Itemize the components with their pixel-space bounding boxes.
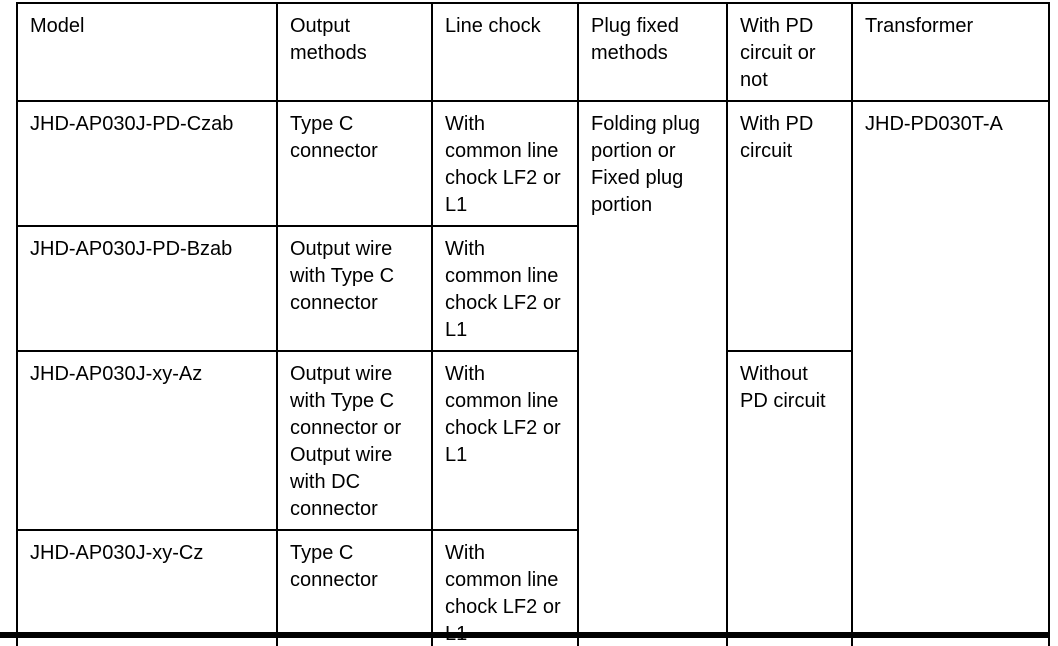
- table-row: JHD-AP030J-PD-Bzab Output wire with Type…: [16, 225, 1049, 352]
- table-row: JHD-AP030J-xy-Az Output wire with Type C…: [16, 350, 1049, 646]
- cell-model-4: JHD-AP030J-xy-Cz: [16, 529, 278, 646]
- header-row: Model Output methods Line chock Plug fix…: [16, 2, 1050, 102]
- cell-model-3: JHD-AP030J-xy-Az: [16, 350, 278, 531]
- bottom-rule: [0, 632, 1048, 638]
- cell-output-4: Type C connector: [276, 529, 433, 646]
- cell-pd-with: With PD circuit: [726, 100, 853, 352]
- cell-chock-4: With common line chock LF2 or L1: [431, 529, 579, 646]
- cell-chock-3: With common line chock LF2 or L1: [431, 350, 579, 531]
- cell-model-2: JHD-AP030J-PD-Bzab: [16, 225, 278, 352]
- spec-table: Model Output methods Line chock Plug fix…: [16, 2, 1050, 646]
- cell-chock-1: With common line chock LF2 or L1: [431, 100, 579, 227]
- cell-transformer: JHD-PD030T-A: [851, 100, 1050, 646]
- table-row: JHD-AP030J-xy-Cz Type C connector With c…: [16, 529, 1049, 646]
- cell-model-1: JHD-AP030J-PD-Czab: [16, 100, 278, 227]
- header-plug-fixed-methods: Plug fixed methods: [577, 2, 728, 102]
- header-model: Model: [16, 2, 278, 102]
- header-line-chock: Line chock: [431, 2, 579, 102]
- cell-output-2: Output wire with Type C connector: [276, 225, 433, 352]
- cell-output-3: Output wire with Type C connector or Out…: [276, 350, 433, 531]
- table-row: JHD-AP030J-PD-Czab Type C connector With…: [16, 100, 1050, 646]
- header-pd-circuit: With PD circuit or not: [726, 2, 853, 102]
- header-output-methods: Output methods: [276, 2, 433, 102]
- header-transformer: Transformer: [851, 2, 1050, 102]
- cell-output-1: Type C connector: [276, 100, 433, 227]
- cell-pd-without: Without PD circuit: [726, 350, 853, 646]
- cell-plug-fixed: Folding plug portion or Fixed plug porti…: [577, 100, 728, 646]
- cell-chock-2: With common line chock LF2 or L1: [431, 225, 579, 352]
